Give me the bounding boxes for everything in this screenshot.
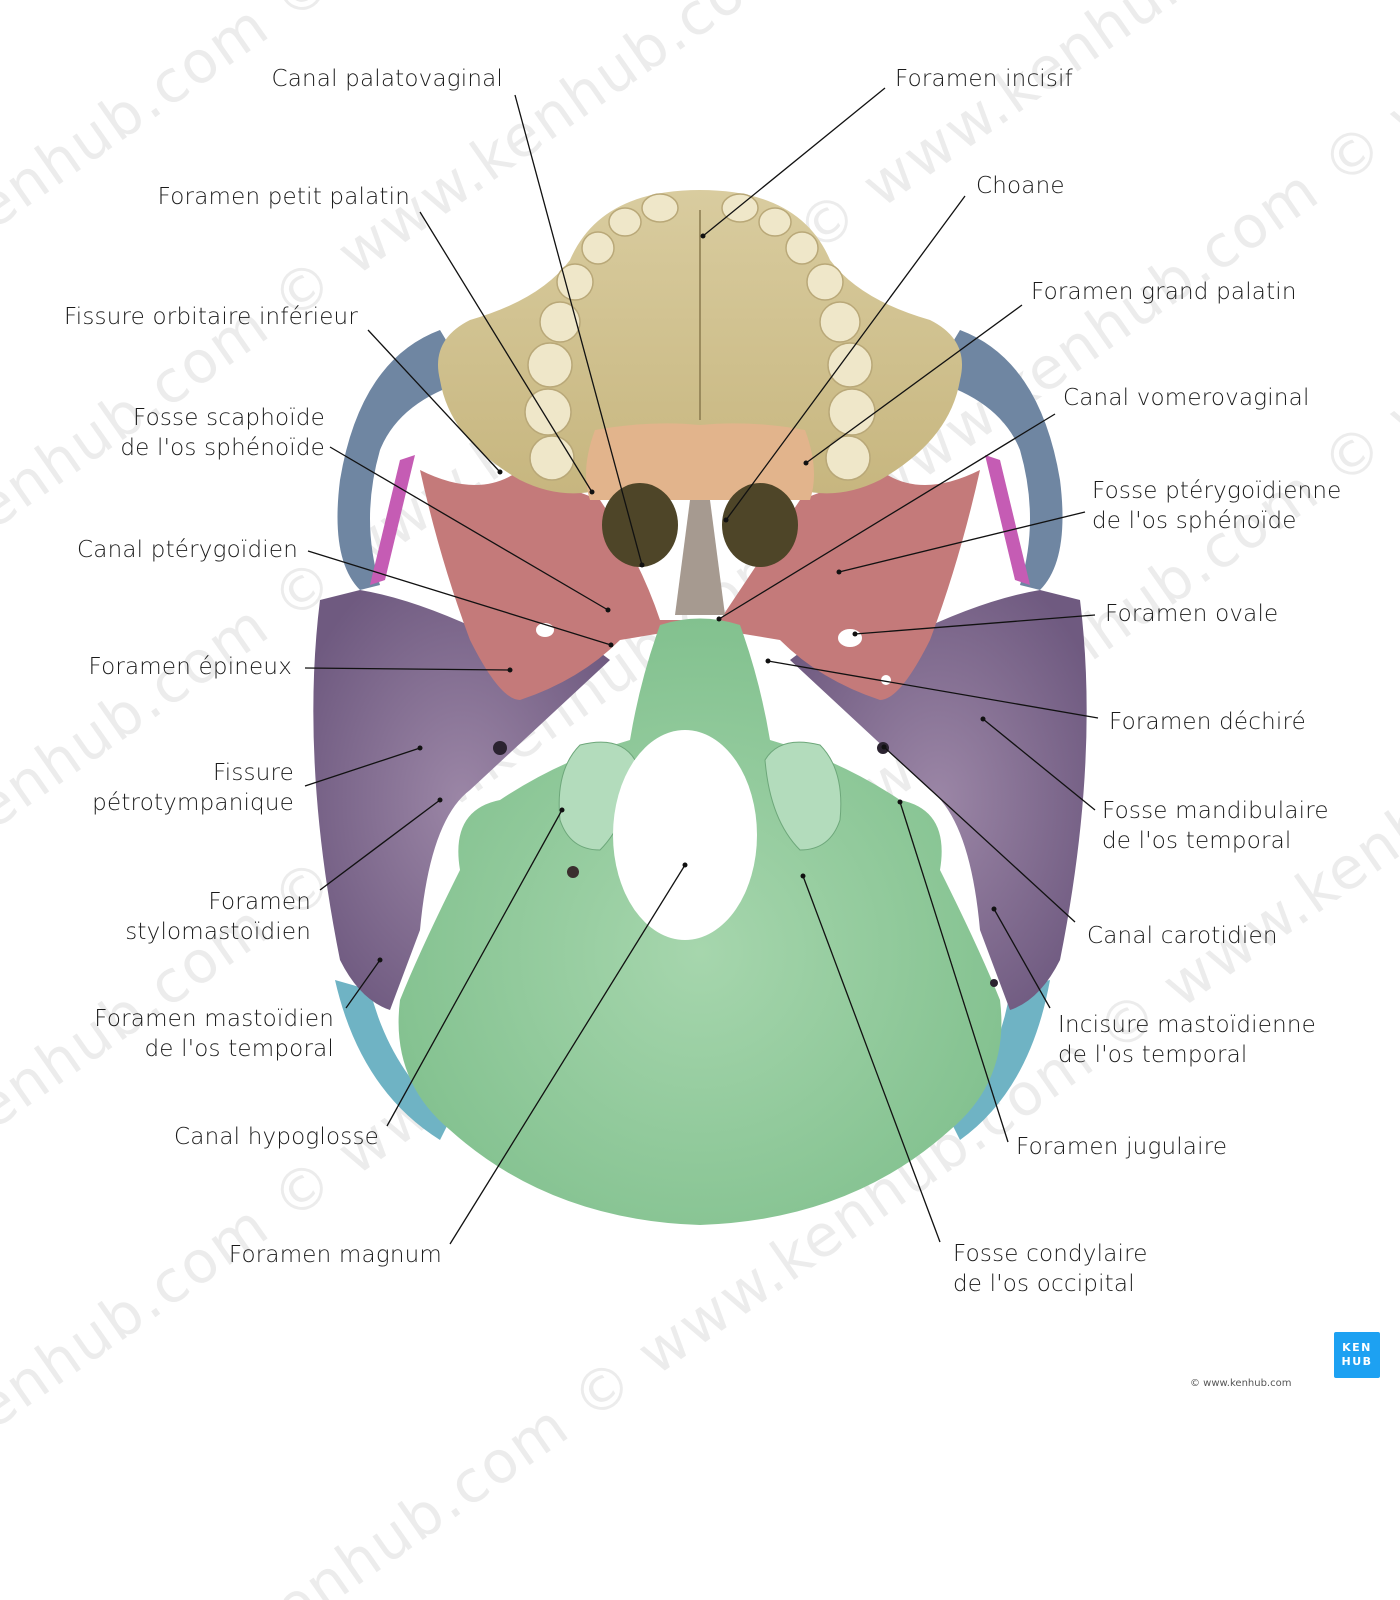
label-text: Foramen ovale [1105, 601, 1279, 627]
label-foramen-magnum: Foramen magnum [229, 1240, 442, 1270]
copyright-text: © www.kenhub.com [1190, 1378, 1292, 1389]
label-foramen-incisif: Foramen incisif [895, 64, 1073, 94]
label-text: Fosse mandibulaire [1102, 798, 1329, 824]
logo-text: HUB [1341, 1355, 1373, 1368]
label-canal-carotidien: Canal carotidien [1087, 921, 1278, 951]
label-text: de l'os sphénoïde [120, 435, 325, 461]
label-text: de l'os occipital [953, 1271, 1135, 1297]
choana-left [602, 483, 678, 567]
label-text: Foramen mastoïdien [94, 1006, 334, 1032]
label-foramen-dechire: Foramen déchiré [1109, 707, 1306, 737]
leader-lines [304, 87, 1099, 1245]
label-foramen-stylomastoidien: Foramen stylomastoïdien [125, 887, 311, 947]
label-foramen-mastoidien: Foramen mastoïdien de l'os temporal [94, 1004, 334, 1064]
label-text: Foramen épineux [88, 654, 292, 680]
foramen-magnum-hole [613, 730, 757, 940]
label-text: Canal vomerovaginal [1063, 385, 1310, 411]
label-text: de l'os temporal [1058, 1042, 1248, 1068]
label-text: stylomastoïdien [125, 919, 311, 945]
zygomatic-arch-left [337, 330, 470, 590]
choana-right [722, 483, 798, 567]
label-text: Canal carotidien [1087, 923, 1278, 949]
label-fosse-mandibulaire: Fosse mandibulaire de l'os temporal [1102, 796, 1329, 856]
label-foramen-jugulaire: Foramen jugulaire [1016, 1132, 1227, 1162]
upper-teeth [524, 193, 876, 481]
palatine-region [586, 423, 814, 500]
temporal-region-left [313, 590, 610, 1010]
label-fissure-orbitaire-inferieur: Fissure orbitaire inférieur [64, 302, 358, 332]
label-text: Choane [976, 173, 1065, 199]
label-text: pétrotympanique [92, 790, 294, 816]
label-foramen-ovale: Foramen ovale [1105, 599, 1278, 629]
kenhub-logo[interactable]: KEN HUB [1334, 1332, 1380, 1378]
label-text: Foramen [208, 889, 311, 915]
label-foramen-grand-palatin: Foramen grand palatin [1031, 277, 1297, 307]
label-text: de l'os temporal [144, 1036, 334, 1062]
label-text: Fosse scaphoïde [132, 405, 325, 431]
label-fosse-scaphoide: Fosse scaphoïde de l'os sphénoïde [120, 403, 325, 463]
skull-base-illustration [304, 87, 1099, 1245]
temporal-region-right [790, 590, 1087, 1010]
label-text: Fissure [213, 760, 294, 786]
parietal-region [335, 980, 450, 1140]
frontal-sliver-left [370, 455, 415, 585]
logo-text: KEN [1342, 1341, 1372, 1354]
label-fosse-pterygoidienne: Fosse ptérygoïdienne de l'os sphénoïde [1092, 476, 1341, 536]
label-text: Foramen incisif [895, 66, 1073, 92]
label-fissure-petrotympanique: Fissure pétrotympanique [92, 758, 294, 818]
label-canal-hypoglosse: Canal hypoglosse [174, 1122, 379, 1152]
label-text: Foramen grand palatin [1031, 279, 1297, 305]
label-text: Canal hypoglosse [174, 1124, 379, 1150]
label-foramen-epineux: Foramen épineux [88, 652, 292, 682]
label-text: Incisure mastoïdienne [1058, 1012, 1316, 1038]
frontal-sliver-right [985, 455, 1030, 585]
label-choane: Choane [976, 171, 1065, 201]
label-text: Foramen petit palatin [157, 184, 410, 210]
label-text: de l'os sphénoïde [1092, 508, 1297, 534]
label-text: Foramen magnum [228, 1242, 442, 1268]
occipital-condyle-right [764, 741, 842, 851]
label-fosse-condylaire: Fosse condylaire de l'os occipital [953, 1239, 1148, 1299]
label-text: Fosse condylaire [953, 1241, 1148, 1267]
label-text: Canal palatovaginal [271, 66, 503, 92]
label-text: Foramen déchiré [1109, 709, 1306, 735]
label-incisure-mastoidienne: Incisure mastoïdienne de l'os temporal [1058, 1010, 1316, 1070]
label-foramen-petit-palatin: Foramen petit palatin [158, 182, 410, 212]
vomer-region [675, 500, 725, 615]
label-canal-vomerovaginal: Canal vomerovaginal [1063, 383, 1310, 413]
label-text: Fissure orbitaire inférieur [64, 304, 358, 330]
label-text: Foramen jugulaire [1016, 1134, 1228, 1160]
label-text: Fosse ptérygoïdienne [1092, 478, 1342, 504]
label-text: Canal ptérygoïdien [77, 537, 298, 563]
label-canal-palatovaginal: Canal palatovaginal [271, 64, 503, 94]
label-text: de l'os temporal [1102, 828, 1292, 854]
label-canal-pterygoidien: Canal ptérygoïdien [77, 535, 298, 565]
zygomatic-arch-right [930, 330, 1063, 590]
